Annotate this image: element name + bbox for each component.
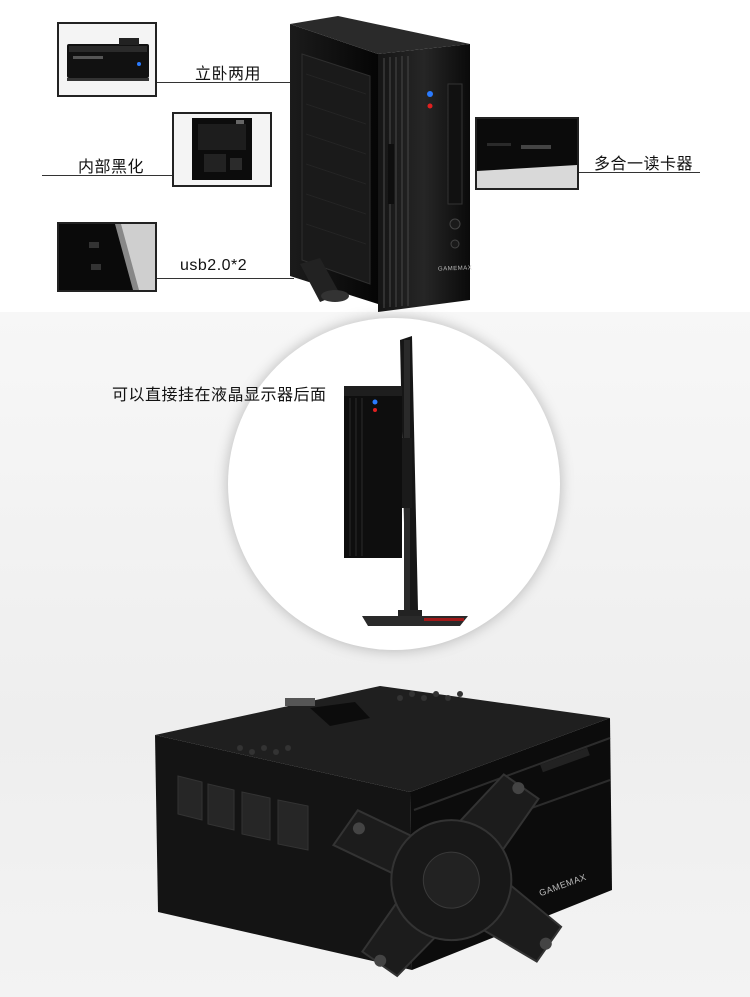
label-usb-ports: usb2.0*2 [180,257,248,274]
thumb-horizontal-case [57,22,157,97]
monitor-mount-image [344,336,468,626]
connector-line [157,278,294,279]
horizontal-case-with-vesa-bracket-image [155,686,612,978]
connector-line [157,82,294,83]
label-black-interior: 内部黑化 [78,159,145,176]
interior-image [174,114,270,185]
thumb-interior [172,112,272,187]
monitor-mount-caption: 可以直接挂在液晶显示器后面 [112,387,327,404]
card-reader-image [477,119,577,188]
thumb-usb-ports [57,222,157,292]
horizontal-case-image [59,24,155,95]
usb-ports-image [59,224,155,290]
case-brand-logo: GAMEMAX [437,265,473,273]
connector-line [42,175,172,176]
label-card-reader: 多合一读卡器 [594,156,694,173]
thumb-card-reader [475,117,579,190]
label-dual-orientation: 立卧两用 [195,66,262,83]
tower-case-image [290,16,470,312]
monitor-mount-circle [228,318,560,650]
connector-line [579,172,700,173]
